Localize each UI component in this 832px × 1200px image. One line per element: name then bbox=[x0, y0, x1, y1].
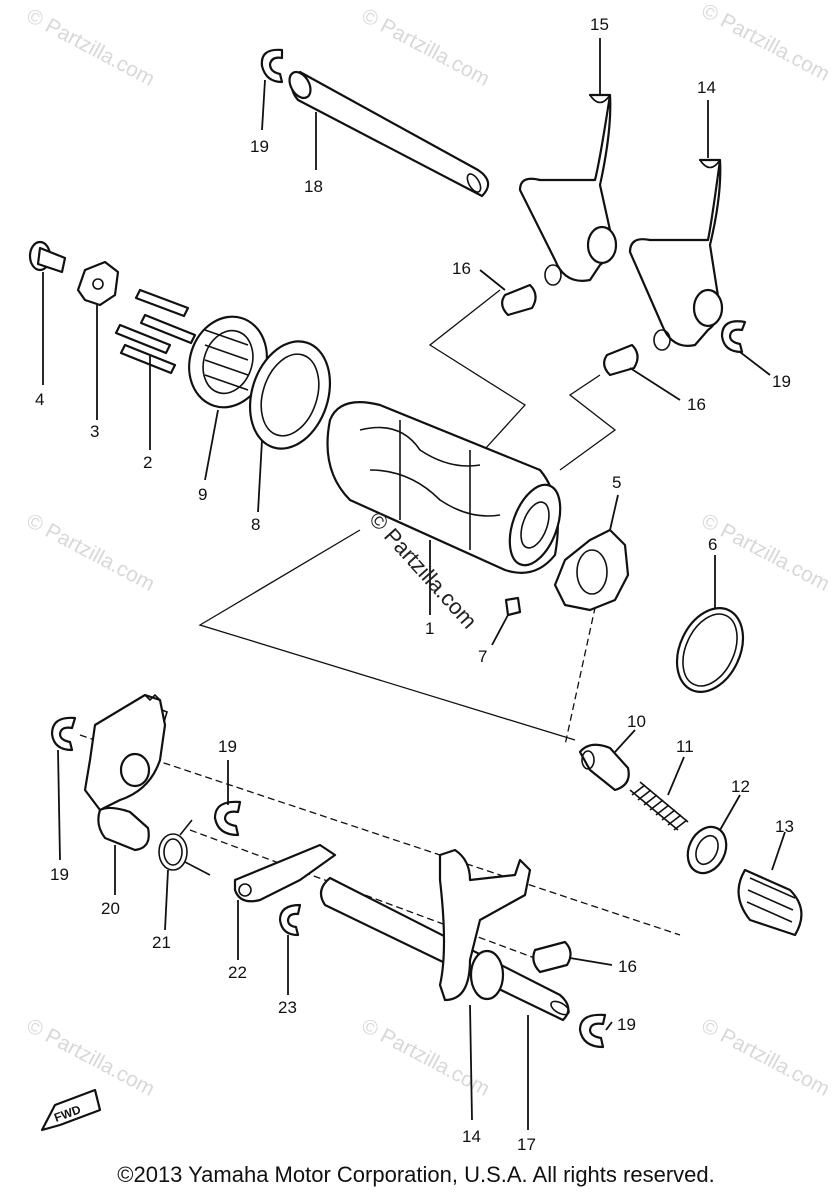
shift-fork-right bbox=[628, 158, 724, 351]
callout-19: 19 bbox=[250, 137, 269, 156]
callout-22: 22 bbox=[228, 963, 247, 982]
stopper-spring bbox=[629, 781, 689, 831]
circlip-bottom-right bbox=[578, 1013, 607, 1049]
shift-fork-lower bbox=[438, 848, 532, 1002]
watermark: © Partzilla.com bbox=[358, 1014, 494, 1101]
cam-pin bbox=[504, 596, 522, 617]
callout-14: 14 bbox=[462, 1127, 481, 1146]
watermark: © Partzilla.com bbox=[23, 509, 159, 596]
copyright-notice: ©2013 Yamaha Motor Corporation, U.S.A. A… bbox=[117, 1162, 715, 1187]
watermark: © Partzilla.com bbox=[698, 509, 832, 596]
lever-plate bbox=[233, 843, 337, 903]
callout-16: 16 bbox=[618, 957, 637, 976]
watermark: © Partzilla.com bbox=[698, 1014, 832, 1101]
leader-lines bbox=[42, 38, 786, 1130]
shift-cam-drum bbox=[326, 401, 562, 574]
thrust-washer bbox=[248, 340, 332, 450]
dowel-pins bbox=[114, 288, 197, 375]
watermark: © Partzilla.com bbox=[23, 4, 159, 91]
callout-10: 10 bbox=[627, 712, 646, 731]
circlip-left bbox=[50, 716, 77, 752]
snap-ring bbox=[675, 607, 745, 693]
callout-19: 19 bbox=[617, 1015, 636, 1034]
stopper-lever bbox=[578, 743, 630, 792]
shift-arm bbox=[83, 693, 168, 852]
callout-1: 1 bbox=[425, 619, 434, 638]
callout-12: 12 bbox=[731, 777, 750, 796]
circlip-small bbox=[278, 903, 302, 937]
assembly-lines bbox=[79, 289, 681, 961]
callout-18: 18 bbox=[304, 177, 323, 196]
guide-pin-right bbox=[603, 343, 639, 377]
watermark: © Partzilla.com bbox=[358, 4, 494, 91]
fwd-arrow-icon: FWD bbox=[40, 1088, 102, 1132]
bolt bbox=[28, 240, 67, 274]
callout-11: 11 bbox=[676, 737, 694, 756]
callout-5: 5 bbox=[612, 473, 621, 492]
callout-14: 14 bbox=[697, 78, 716, 97]
callout-19: 19 bbox=[50, 865, 69, 884]
callout-21: 21 bbox=[152, 933, 171, 952]
callout-7: 7 bbox=[478, 647, 487, 666]
callout-20: 20 bbox=[101, 899, 120, 918]
callout-6: 6 bbox=[708, 535, 717, 554]
callouts: 15 14 19 18 16 19 16 4 3 2 9 8 5 6 1 7 1… bbox=[35, 15, 794, 1154]
callout-9: 9 bbox=[198, 485, 207, 504]
callout-16: 16 bbox=[452, 259, 471, 278]
shift-fork-upper bbox=[518, 93, 618, 286]
watermark: © Partzilla.com bbox=[698, 0, 832, 86]
callout-8: 8 bbox=[251, 515, 260, 534]
callout-23: 23 bbox=[278, 998, 297, 1017]
callout-4: 4 bbox=[35, 390, 44, 409]
callout-16: 16 bbox=[687, 395, 706, 414]
guide-pin-lower bbox=[532, 940, 572, 974]
stopper-star bbox=[553, 528, 630, 612]
guide-pin-upper bbox=[501, 283, 537, 317]
callout-15: 15 bbox=[590, 15, 609, 34]
callout-13: 13 bbox=[775, 817, 794, 836]
callout-19: 19 bbox=[218, 737, 237, 756]
circlip-right bbox=[720, 320, 747, 354]
callout-19: 19 bbox=[772, 372, 791, 391]
plug-bolt bbox=[737, 868, 803, 937]
callout-3: 3 bbox=[90, 422, 99, 441]
torsion-spring bbox=[158, 819, 211, 876]
shift-fork-shaft-upper bbox=[288, 70, 490, 198]
callout-2: 2 bbox=[143, 453, 152, 472]
circlip-mid bbox=[213, 800, 242, 837]
circlip-top bbox=[260, 48, 284, 84]
segment-plate bbox=[76, 260, 120, 307]
watermark: © Partzilla.com bbox=[23, 1014, 159, 1101]
stopper-washer bbox=[686, 825, 728, 875]
callout-17: 17 bbox=[517, 1135, 536, 1154]
